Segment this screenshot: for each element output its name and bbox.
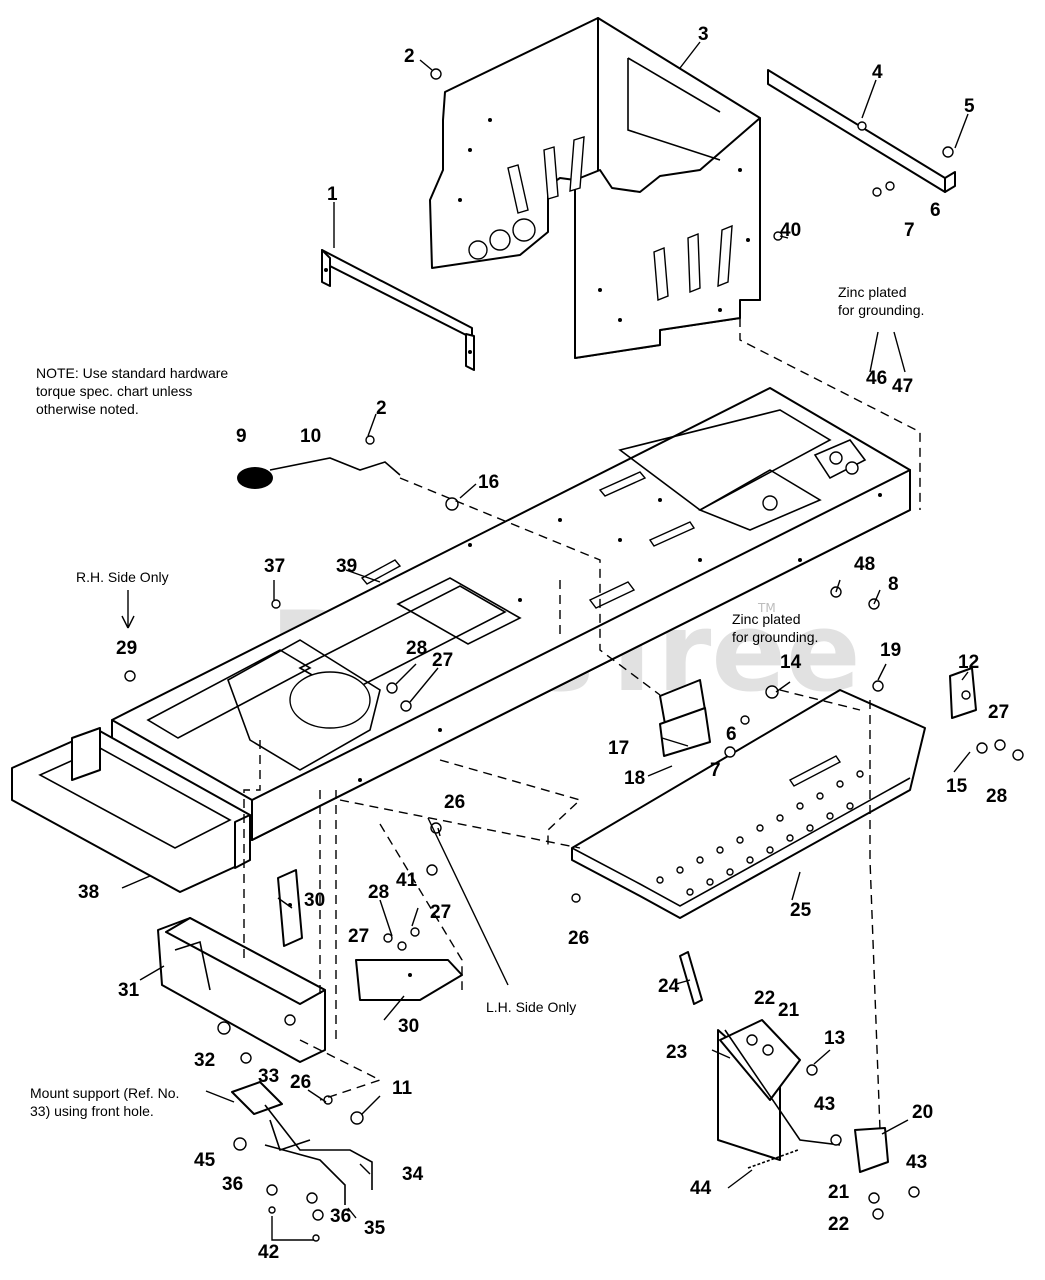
callout-23: 23: [666, 1042, 687, 1063]
note-lh-side-only: L.H. Side Only: [486, 999, 576, 1015]
note-zinc-top-line1: Zinc plated: [838, 284, 906, 300]
callout-20: 20: [912, 1102, 933, 1123]
callout-3: 3: [698, 24, 709, 45]
callout-43-left: 43: [814, 1094, 835, 1115]
callout-29: 29: [116, 638, 137, 659]
callout-32: 32: [194, 1050, 215, 1071]
mount-linkage-parts-33-34-35: [231, 1081, 373, 1205]
note-zinc-top-line2: for grounding.: [838, 302, 924, 318]
bracket-part-1: [321, 249, 475, 371]
note-hardware-line2: torque spec. chart unless: [36, 383, 192, 399]
callout-41: 41: [396, 870, 418, 891]
callout-6-top: 6: [930, 200, 941, 221]
callout-30-lower: 30: [398, 1016, 419, 1037]
callout-8: 8: [888, 574, 899, 595]
callout-1: 1: [327, 184, 338, 205]
callout-36-left: 36: [222, 1174, 243, 1195]
callout-28-right: 28: [986, 786, 1007, 807]
callout-27-right: 27: [988, 702, 1009, 723]
callout-2-lever: 2: [376, 398, 387, 419]
note-zinc-mid-line2: for grounding.: [732, 629, 818, 645]
note-mount-line1: Mount support (Ref. No.: [30, 1085, 179, 1101]
lever-parts-9-10: [237, 457, 459, 511]
callout-27-left: 27: [348, 926, 369, 947]
callout-45: 45: [194, 1150, 216, 1171]
callout-16: 16: [478, 472, 499, 493]
callout-37: 37: [264, 556, 285, 577]
callout-43-right: 43: [906, 1152, 927, 1173]
callout-15: 15: [946, 776, 968, 797]
callout-7-top: 7: [904, 220, 915, 241]
callout-47: 47: [892, 376, 913, 397]
angle-bar-part-4: [767, 69, 956, 193]
callout-46: 46: [866, 368, 887, 389]
bracket-part-30-upper: [277, 869, 303, 947]
callout-19: 19: [880, 640, 901, 661]
note-hardware-line1: NOTE: Use standard hardware: [36, 365, 228, 381]
callout-26-frame: 26: [444, 792, 465, 813]
callout-35: 35: [364, 1218, 386, 1239]
pin-part-24: [679, 951, 703, 1005]
callout-21-bottom: 21: [828, 1182, 850, 1203]
pedal-assembly-part-23: [717, 1019, 889, 1173]
watermark-trademark: TM: [757, 601, 776, 615]
callout-14: 14: [780, 652, 802, 673]
callout-10: 10: [300, 426, 321, 447]
main-frame-part-39: [111, 387, 911, 841]
callout-27-frame: 27: [432, 650, 453, 671]
callout-7-mid: 7: [710, 760, 721, 781]
callout-25: 25: [790, 900, 812, 921]
note-zinc-mid-line1: Zinc plated: [732, 611, 800, 627]
callout-28-bracket: 28: [368, 882, 389, 903]
callout-48: 48: [854, 554, 875, 575]
bracket-part-30-lower: [355, 959, 463, 1001]
hardware: [124, 68, 1024, 1242]
callout-18: 18: [624, 768, 645, 789]
callout-5: 5: [964, 96, 975, 117]
leader-lines: [121, 41, 971, 1241]
callout-21-top: 21: [778, 1000, 800, 1021]
callout-11: 11: [392, 1078, 413, 1099]
callout-4: 4: [872, 62, 883, 83]
callout-34: 34: [402, 1164, 424, 1185]
notes: NOTE: Use standard hardware torque spec.…: [30, 284, 924, 1119]
callout-36-right: 36: [330, 1206, 351, 1227]
callout-33: 33: [258, 1066, 279, 1087]
callouts: 1 2 2 3 4 5 6 6 7 7 8 9 10 11 12 13 14 1…: [78, 24, 1009, 1263]
note-hardware-line3: otherwise noted.: [36, 401, 139, 417]
callout-13: 13: [824, 1028, 845, 1049]
callout-22-top: 22: [754, 988, 775, 1009]
note-rh-side-only: R.H. Side Only: [76, 569, 169, 585]
plate-holes: [656, 770, 864, 896]
callout-17: 17: [608, 738, 629, 759]
callout-39: 39: [336, 556, 357, 577]
callout-26-plate: 26: [568, 928, 589, 949]
note-mount-line2: 33) using front hole.: [30, 1103, 154, 1119]
callout-9: 9: [236, 426, 247, 447]
callout-28-frame: 28: [406, 638, 427, 659]
callout-27-bracket: 27: [430, 902, 451, 923]
callout-26-mount: 26: [290, 1072, 311, 1093]
callout-6-mid: 6: [726, 724, 737, 745]
front-bumper-part-38: [11, 727, 251, 893]
callout-40: 40: [780, 220, 801, 241]
callout-42: 42: [258, 1242, 279, 1263]
callout-44: 44: [690, 1178, 712, 1199]
callout-12: 12: [958, 652, 979, 673]
callout-31: 31: [118, 980, 140, 1001]
callout-38: 38: [78, 882, 99, 903]
callout-24: 24: [658, 976, 680, 997]
assembly-lines: [243, 318, 921, 1131]
callout-30-upper: 30: [304, 890, 325, 911]
callout-2-top: 2: [404, 46, 415, 67]
front-support-part-31: [157, 917, 326, 1063]
callout-22-bottom: 22: [828, 1214, 849, 1235]
foot-plate-part-25: [571, 689, 926, 919]
dash-panel-part-3: [429, 17, 761, 359]
